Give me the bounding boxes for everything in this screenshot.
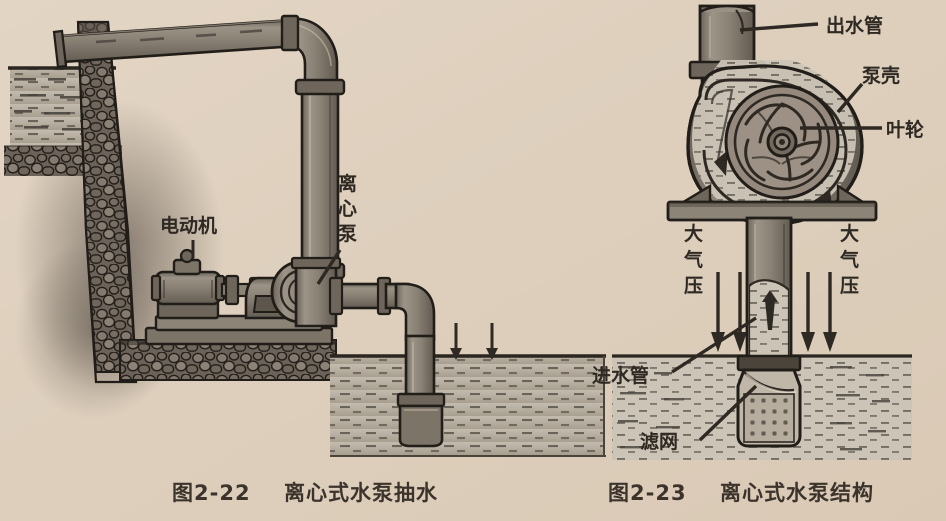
pump-casing	[686, 60, 864, 226]
label-casing-leader	[836, 82, 864, 114]
label-centrifugal-pump: 离 心 泵	[316, 172, 357, 285]
strainer-mesh	[743, 393, 795, 443]
lower-pool	[330, 354, 606, 457]
label-outlet-pipe: 出水管	[739, 14, 883, 37]
caption-figure-2-22: 图2-22 离心式水泵抽水	[172, 481, 438, 505]
motor-pedestal	[144, 314, 334, 346]
label-motor: 电动机	[160, 214, 217, 258]
label-strainer: 滤网	[640, 384, 758, 453]
label-atm-right-char-1: 大	[840, 222, 859, 245]
pipe-flange-upper	[280, 14, 300, 52]
lower-pool-water	[330, 356, 605, 456]
label-outlet-pipe-text: 出水管	[826, 14, 883, 37]
label-atmospheric-pressure-right: 大 气 压	[839, 222, 859, 297]
pipe-flange-riser-top	[294, 78, 346, 96]
label-pump-char-2: 心	[338, 198, 357, 220]
label-strainer-leader	[698, 384, 758, 442]
label-atm-right-char-3: 压	[840, 275, 859, 297]
label-impeller-text: 叶轮	[886, 118, 924, 141]
embankment-stone	[119, 339, 337, 381]
atmospheric-pressure-arrows-left	[450, 323, 498, 360]
inlet-pipe	[736, 216, 802, 372]
caption-right-title: 离心式水泵结构	[720, 481, 874, 505]
caption-figure-2-23: 图2-23 离心式水泵结构	[608, 481, 874, 505]
label-atm-right-char-2: 气	[839, 248, 859, 271]
pump-support-bracket	[666, 183, 878, 222]
label-pump-casing-text: 泵壳	[862, 64, 900, 87]
caption-left-number: 图2-22	[172, 481, 251, 505]
label-atm-left-char-1: 大	[684, 222, 703, 245]
motor-body	[154, 270, 222, 306]
motor-knob	[179, 248, 195, 264]
discharge-pipe-elbow	[280, 14, 339, 88]
label-inlet-pipe-text: 进水管	[592, 364, 649, 387]
label-atm-left-char-2: 气	[683, 248, 703, 271]
figure-2-23-illustration: 出水管 泵壳 叶轮 大 气 压 大 气 压 进水管 滤网	[592, 4, 924, 460]
label-inlet-pipe: 进水管	[592, 316, 757, 387]
centrifugal-pump-body	[244, 256, 392, 328]
caption-right-number: 图2-23	[608, 481, 687, 505]
inlet-flow-arrow	[765, 300, 775, 330]
foot-strainer-left	[398, 404, 444, 448]
label-atmospheric-pressure-left: 大 气 压	[683, 222, 703, 297]
foot-valve-strainer	[736, 368, 802, 448]
label-pump-leader	[316, 249, 342, 285]
label-atm-left-char-3: 压	[684, 275, 703, 297]
label-pump-casing: 泵壳	[836, 64, 900, 114]
coupling-collar	[224, 274, 240, 306]
label-motor-text: 电动机	[160, 214, 217, 237]
atmospheric-pressure-arrows-right	[711, 272, 837, 352]
pipe-flange-foot	[396, 392, 446, 408]
label-impeller: 叶轮	[800, 118, 924, 141]
label-pump-char-3: 泵	[338, 223, 357, 245]
suction-pipe-right	[384, 282, 446, 448]
label-strainer-text: 滤网	[640, 431, 678, 453]
label-outlet-leader	[739, 22, 819, 32]
ground-embankment	[119, 339, 337, 381]
caption-left-title: 离心式水泵抽水	[284, 481, 438, 505]
label-pump-char-1: 离	[338, 172, 357, 195]
figure-2-22-illustration: 电动机 离 心 泵	[4, 14, 606, 457]
electric-motor	[150, 248, 226, 320]
inlet-pipe-lower-flange	[736, 354, 802, 372]
label-inlet-leader	[671, 316, 757, 374]
